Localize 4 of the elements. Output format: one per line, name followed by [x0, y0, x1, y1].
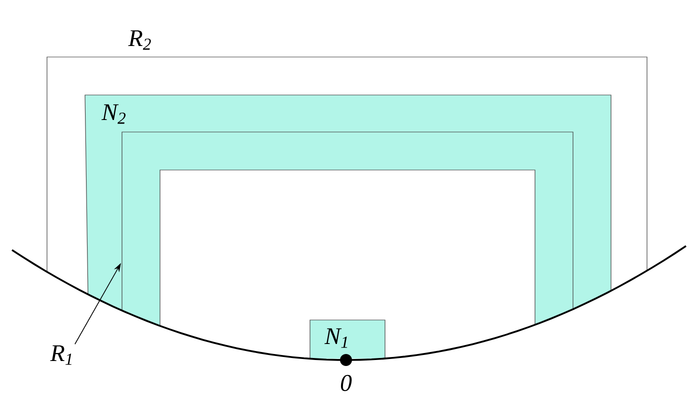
small-box: N$_{1}$ — [310, 320, 386, 360]
point-label: 0 — [340, 374, 352, 392]
band-region: N$_{2}$ — [84, 94, 612, 326]
region-label: R$_{1}$ — [50, 345, 72, 365]
